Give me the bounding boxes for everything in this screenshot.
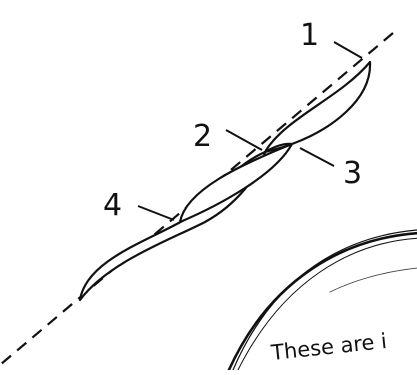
bubble-inner-sketch bbox=[330, 268, 417, 292]
callout-label-1: 1 bbox=[300, 18, 319, 53]
callout-label-3: 3 bbox=[343, 156, 362, 191]
callout-label-4: 4 bbox=[103, 188, 122, 223]
leader-line-2 bbox=[226, 130, 262, 150]
bubble-text: These are i bbox=[269, 329, 388, 365]
leader-line-3 bbox=[300, 148, 334, 166]
twisted-ribbon bbox=[80, 62, 370, 300]
ribbon-lobe-upper bbox=[265, 62, 370, 152]
leader-line-1 bbox=[334, 42, 362, 58]
leader-line-4 bbox=[138, 206, 174, 220]
callout-label-2: 2 bbox=[193, 119, 212, 154]
callout-leaders bbox=[138, 42, 362, 220]
ribbon-lobe-middle bbox=[180, 144, 292, 222]
